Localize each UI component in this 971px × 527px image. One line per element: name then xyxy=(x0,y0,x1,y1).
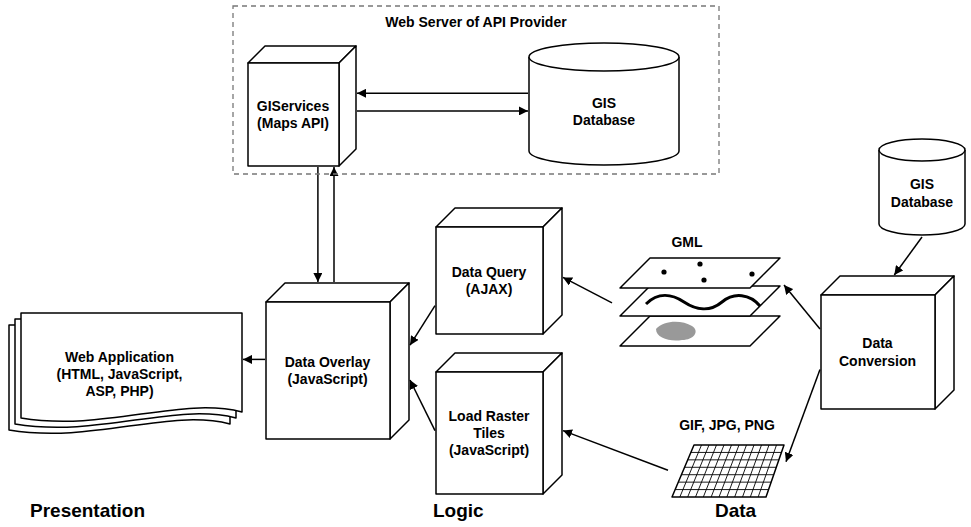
grid-line xyxy=(681,474,773,475)
flow-arrow xyxy=(317,167,319,282)
text-area: Web Application (HTML, JavaScript, ASP, … xyxy=(8,324,231,425)
flow-arrow xyxy=(894,237,922,275)
node-label: Load Raster Tiles (JavaScript) xyxy=(441,408,537,459)
node-label: Web Application (HTML, JavaScript, ASP, … xyxy=(44,349,196,400)
grid-line xyxy=(678,482,771,483)
line-feature xyxy=(646,296,760,309)
cube-top xyxy=(436,208,562,227)
cube-side xyxy=(339,46,356,166)
cube-top xyxy=(821,276,954,295)
text-area: GIS Database xyxy=(878,162,966,225)
area-feature xyxy=(656,322,696,341)
flow-arrow xyxy=(333,167,335,282)
node-label: Data Query (AJAX) xyxy=(441,264,537,298)
grid-line xyxy=(685,467,777,468)
line-layer xyxy=(620,286,780,316)
point-layer xyxy=(620,258,780,288)
raster-outline xyxy=(672,445,784,497)
flow-arrow xyxy=(563,277,612,302)
cube-side xyxy=(543,208,562,334)
text-area: Data Conversion xyxy=(820,295,935,410)
cube-top xyxy=(266,283,409,302)
flow-arrow xyxy=(784,285,820,329)
node-label: GML xyxy=(671,234,702,251)
dashed-border xyxy=(233,6,719,174)
cube-front xyxy=(248,63,339,166)
node-label: Data Overlay (JavaScript) xyxy=(271,354,384,388)
point-feature xyxy=(661,269,666,274)
node-label: GIS Database xyxy=(884,176,960,210)
gml-layers: GML xyxy=(612,232,784,350)
flow-arrow xyxy=(786,370,820,462)
text-area: GIF, JPG, PNG xyxy=(668,415,786,437)
tier-label: Presentation xyxy=(30,500,145,522)
grid-line xyxy=(691,452,782,453)
tier-label: Data xyxy=(715,500,756,522)
service-cube: GIServices (Maps API) xyxy=(247,45,357,167)
flow-arrow xyxy=(563,431,668,471)
flow-arrow xyxy=(243,359,265,361)
node-label: Data Conversion xyxy=(826,335,929,369)
node-label: GIF, JPG, PNG xyxy=(679,417,775,434)
cube-top xyxy=(436,353,562,372)
cube-front xyxy=(266,302,390,439)
point-feature xyxy=(701,277,706,282)
text-area: GIServices (Maps API) xyxy=(247,63,339,167)
text-area: Load Raster Tiles (JavaScript) xyxy=(435,372,543,495)
node-label: Web Server of API Provider xyxy=(385,14,566,31)
process-cube: Load Raster Tiles (JavaScript) xyxy=(435,352,563,495)
raster-grid: GIF, JPG, PNG xyxy=(668,415,786,500)
flow-arrow xyxy=(410,306,435,346)
cube-front xyxy=(821,295,935,409)
flow-arrow xyxy=(357,93,528,95)
cube-front xyxy=(436,372,543,494)
grid-line xyxy=(688,459,779,460)
text-area: GIS Database xyxy=(528,72,680,152)
point-feature xyxy=(697,261,702,266)
flow-arrow xyxy=(357,110,528,112)
process-cube: Data Overlay (JavaScript) xyxy=(265,282,410,440)
grid-line xyxy=(675,489,768,490)
text-area: Data Query (AJAX) xyxy=(435,227,543,335)
cube-top xyxy=(248,46,356,63)
database-cylinder: GIS Database xyxy=(878,138,966,237)
database-cylinder: GIS Database xyxy=(528,42,680,167)
cube-side xyxy=(935,276,954,409)
document-page xyxy=(21,313,242,421)
document-stack: Web Application (HTML, JavaScript, ASP, … xyxy=(8,312,243,437)
cylinder-body xyxy=(879,150,965,235)
cube-side xyxy=(543,353,562,494)
cylinder-top xyxy=(879,139,965,161)
node-label: GIServices (Maps API) xyxy=(253,98,333,132)
flow-arrow xyxy=(410,380,435,431)
text-area: Data Overlay (JavaScript) xyxy=(265,302,390,440)
cube-side xyxy=(390,283,409,439)
server-boundary: Web Server of API ProviderGIServices (Ma… xyxy=(232,5,720,175)
process-cube: Data Conversion xyxy=(820,275,955,410)
point-feature xyxy=(749,271,754,276)
text-area: Web Server of API Provider xyxy=(232,11,720,35)
node-label: GIS Database xyxy=(565,95,643,129)
process-cube: Data Query (AJAX) xyxy=(435,207,563,335)
cylinder-top xyxy=(529,43,679,71)
text-area: GML xyxy=(632,232,742,254)
tier-label: Logic xyxy=(433,500,484,522)
polygon-layer xyxy=(620,316,780,346)
cylinder-body xyxy=(529,57,679,165)
cube-front xyxy=(436,227,543,334)
